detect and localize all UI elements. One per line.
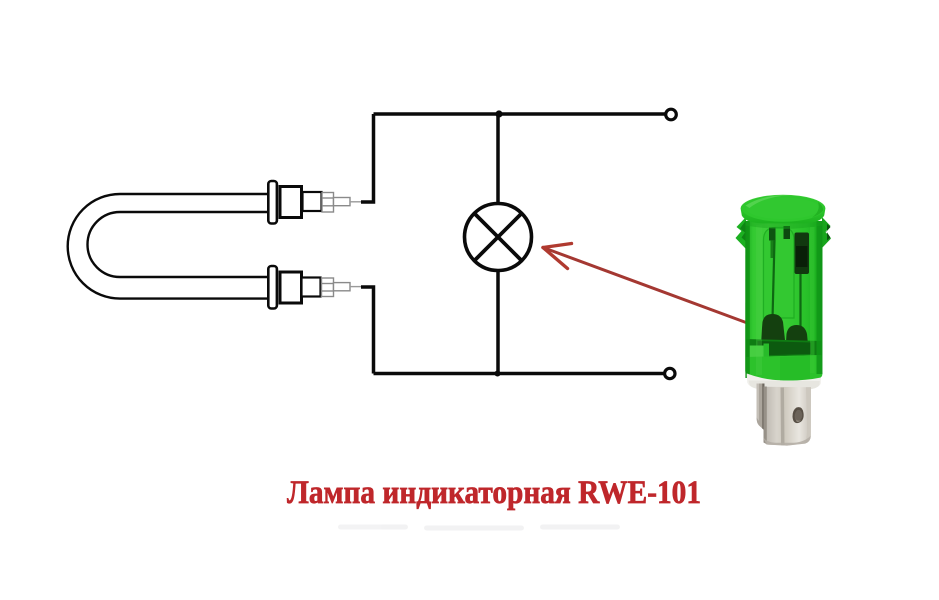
svg-text:Лампа индикаторная RWE-101: Лампа индикаторная RWE-101 xyxy=(287,475,701,511)
